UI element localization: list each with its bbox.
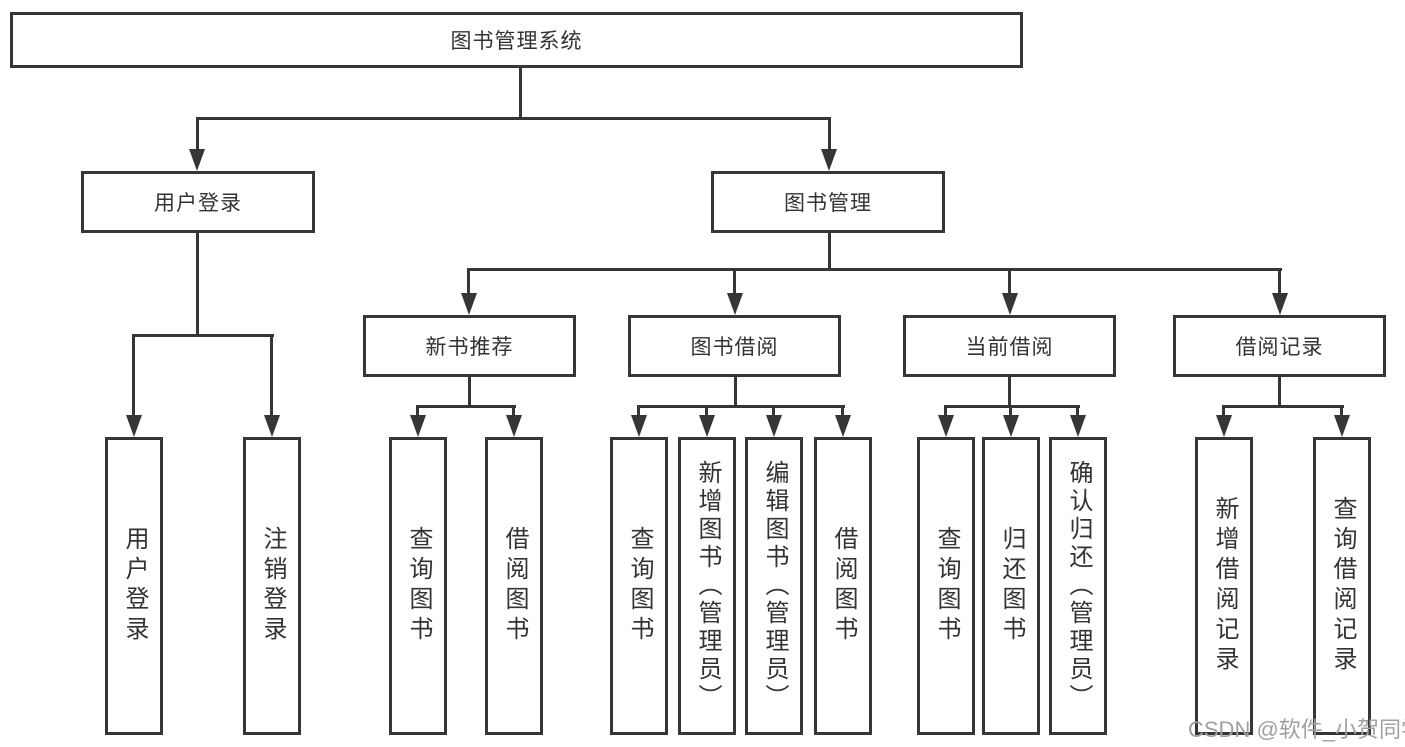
connector-line <box>944 405 947 417</box>
connector-line <box>1222 405 1225 417</box>
node-label: 编辑图书（管理员） <box>761 460 788 712</box>
node-label: 当前借阅 <box>965 336 1054 359</box>
arrowhead-icon <box>821 149 837 171</box>
connector-line <box>417 405 516 408</box>
leaf-records-add-record: 新增借阅记录 <box>1195 437 1253 735</box>
connector-line <box>1340 405 1343 417</box>
leaf-logout: 注销登录 <box>243 437 301 735</box>
leaf-borrowing-edit-books-admin: 编辑图书（管理员） <box>745 437 803 735</box>
csdn-watermark: CSDN @软件_小贺同学 <box>1188 717 1405 742</box>
connector-line <box>1223 405 1344 408</box>
leaf-borrowing-borrow-books: 借阅图书 <box>814 437 872 735</box>
arrowhead-icon <box>631 415 647 437</box>
connector-line <box>1076 405 1079 417</box>
node-book-borrowing: 图书借阅 <box>628 315 841 377</box>
arrowhead-icon <box>1070 415 1086 437</box>
node-book-management: 图书管理 <box>711 171 945 233</box>
leaf-newbook-borrow-books: 借阅图书 <box>485 437 543 735</box>
node-user-login: 用户登录 <box>81 171 315 233</box>
connector-line <box>196 117 831 120</box>
connector-line <box>637 405 640 417</box>
connector-line <box>270 334 273 418</box>
connector-line <box>705 405 708 417</box>
node-label: 图书管理系统 <box>450 30 583 53</box>
node-label: 查询图书 <box>626 526 653 646</box>
node-borrowing-records: 借阅记录 <box>1173 315 1386 377</box>
arrowhead-icon <box>766 415 782 437</box>
connector-line <box>734 377 737 408</box>
node-label: 归还图书 <box>998 526 1025 646</box>
connector-line <box>1008 377 1011 408</box>
node-label: 借阅记录 <box>1235 336 1324 359</box>
arrowhead-icon <box>1272 293 1288 315</box>
leaf-borrowing-add-books-admin: 新增图书（管理员） <box>678 437 736 735</box>
leaf-current-query-books: 查询图书 <box>917 437 975 735</box>
connector-line <box>132 334 135 418</box>
leaf-current-return-books: 归还图书 <box>982 437 1040 735</box>
arrowhead-icon <box>264 415 280 437</box>
node-label: 新书推荐 <box>425 336 514 359</box>
connector-line <box>519 68 522 118</box>
connector-line <box>828 117 831 153</box>
connector-line <box>416 405 419 417</box>
node-current-borrowing: 当前借阅 <box>903 315 1116 377</box>
arrowhead-icon <box>1216 415 1232 437</box>
node-label: 新增图书（管理员） <box>694 460 721 712</box>
node-root-library-system: 图书管理系统 <box>10 12 1023 68</box>
node-new-book-recommend: 新书推荐 <box>363 315 576 377</box>
connector-line <box>733 268 736 296</box>
node-label: 查询图书 <box>405 526 432 646</box>
node-label: 查询借阅记录 <box>1329 496 1356 676</box>
connector-line <box>1009 405 1012 417</box>
arrowhead-icon <box>126 415 142 437</box>
node-label: 图书借阅 <box>690 336 779 359</box>
arrowhead-icon <box>699 415 715 437</box>
connector-line <box>772 405 775 417</box>
connector-line <box>196 117 199 153</box>
connector-line <box>945 405 1080 408</box>
node-label: 查询图书 <box>933 526 960 646</box>
connector-line <box>1278 268 1281 296</box>
arrowhead-icon <box>938 415 954 437</box>
node-label: 新增借阅记录 <box>1211 496 1238 676</box>
arrowhead-icon <box>461 293 477 315</box>
connector-line <box>638 405 845 408</box>
arrowhead-icon <box>835 415 851 437</box>
connector-line <box>468 268 1282 271</box>
node-label: 借阅图书 <box>501 526 528 646</box>
node-label: 用户登录 <box>121 526 148 646</box>
node-label: 注销登录 <box>259 526 286 646</box>
connector-line <box>468 377 471 408</box>
node-label: 确认归还（管理员） <box>1065 460 1092 712</box>
connector-line <box>841 405 844 417</box>
connector-line <box>1278 377 1281 408</box>
node-label: 借阅图书 <box>830 526 857 646</box>
arrowhead-icon <box>1003 415 1019 437</box>
arrowhead-icon <box>189 149 205 171</box>
connector-line <box>828 233 831 271</box>
leaf-user-login: 用户登录 <box>105 437 163 735</box>
arrowhead-icon <box>506 415 522 437</box>
connector-line <box>133 334 274 337</box>
arrowhead-icon <box>410 415 426 437</box>
connector-line <box>467 268 470 296</box>
leaf-borrowing-query-books: 查询图书 <box>610 437 668 735</box>
arrowhead-icon <box>1334 415 1350 437</box>
connector-line <box>512 405 515 417</box>
leaf-records-query-record: 查询借阅记录 <box>1313 437 1371 735</box>
node-label: 用户登录 <box>154 192 242 215</box>
connector-line <box>196 233 199 336</box>
node-label: 图书管理 <box>784 192 872 215</box>
arrowhead-icon <box>1002 293 1018 315</box>
leaf-current-confirm-return-admin: 确认归还（管理员） <box>1049 437 1107 735</box>
arrowhead-icon <box>727 293 743 315</box>
connector-line <box>1008 268 1011 296</box>
leaf-newbook-query-books: 查询图书 <box>389 437 447 735</box>
